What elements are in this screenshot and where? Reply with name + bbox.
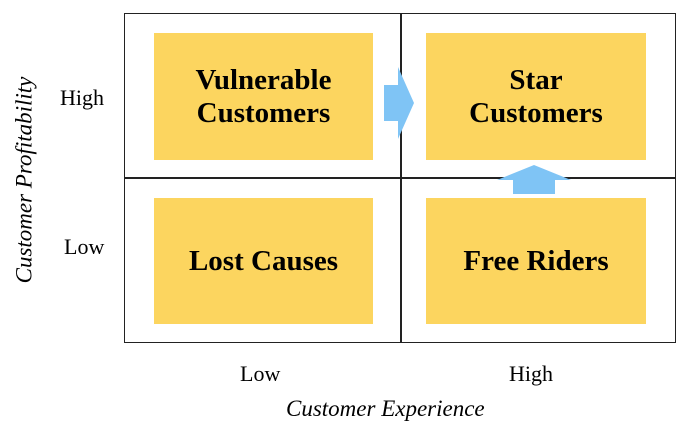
arrow-right-icon [384, 67, 414, 139]
arrow-up-icon [497, 165, 571, 194]
x-tick-low: Low [240, 361, 281, 386]
x-axis-title: Customer Experience [286, 396, 485, 421]
x-tick-high: High [509, 361, 553, 386]
y-axis-title: Customer Profitability [11, 76, 37, 284]
quadrant-vulnerable-customers: Vulnerable Customers [154, 33, 373, 160]
quadrant-free-riders: Free Riders [426, 198, 646, 324]
quadrant-lost-causes: Lost Causes [154, 198, 373, 324]
y-tick-high: High [60, 85, 104, 110]
y-tick-low: Low [64, 234, 105, 259]
horizontal-divider [124, 177, 676, 179]
quadrant-star-customers: Star Customers [426, 33, 646, 160]
